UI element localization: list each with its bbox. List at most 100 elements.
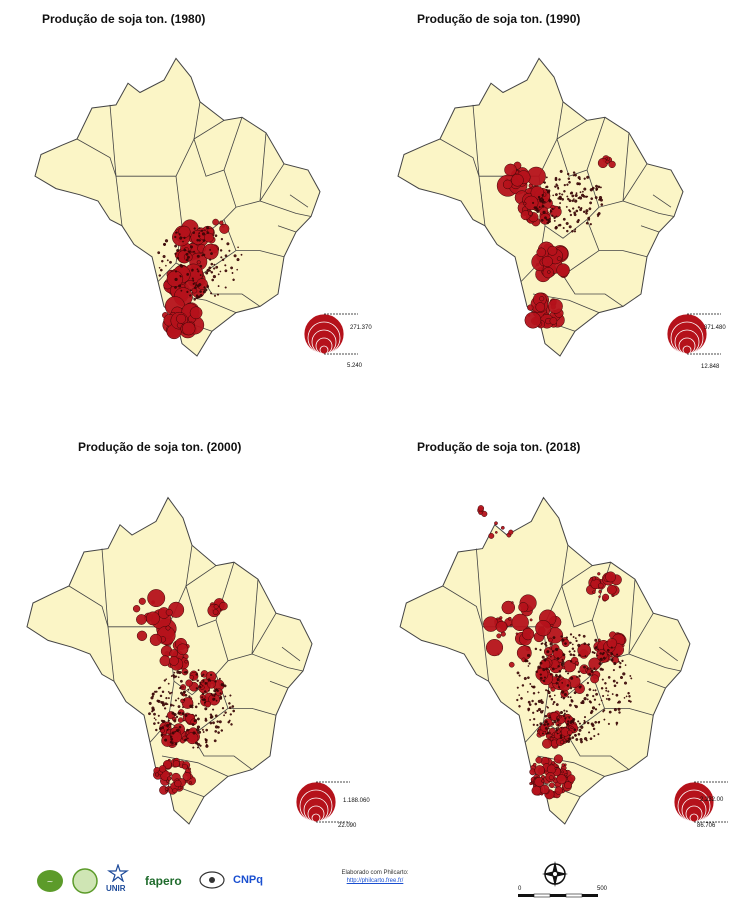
production-bubble xyxy=(196,278,208,290)
production-bubble xyxy=(548,199,551,202)
production-bubble xyxy=(550,623,554,627)
production-bubble xyxy=(169,740,173,744)
legend-min-label: 22.090 xyxy=(338,823,357,829)
production-bubble xyxy=(189,306,203,320)
production-bubble xyxy=(559,736,563,739)
size-legend xyxy=(666,313,721,355)
credit-link[interactable]: http://philcarto.free.fr/ xyxy=(346,878,404,884)
production-bubble xyxy=(223,684,227,688)
production-bubble xyxy=(597,638,601,642)
production-bubble xyxy=(200,229,204,232)
production-bubble xyxy=(148,701,152,705)
production-bubble xyxy=(184,738,187,742)
production-bubble xyxy=(174,277,178,282)
state-border xyxy=(556,120,588,140)
production-bubble xyxy=(193,286,197,290)
production-bubble xyxy=(178,725,182,729)
production-bubble xyxy=(230,266,234,270)
production-bubble xyxy=(552,636,556,640)
production-bubble xyxy=(219,601,228,611)
production-bubble xyxy=(578,674,581,678)
production-bubble xyxy=(612,679,616,683)
state-border xyxy=(115,176,123,226)
size-legend xyxy=(303,313,358,355)
brazil-map xyxy=(397,57,721,357)
production-bubble xyxy=(138,597,146,605)
production-bubble xyxy=(565,740,569,743)
production-bubble xyxy=(613,684,617,688)
production-bubble xyxy=(157,721,160,725)
production-bubble xyxy=(172,704,175,707)
production-bubble xyxy=(535,620,552,637)
production-bubble xyxy=(571,230,574,233)
production-bubble xyxy=(581,190,584,193)
production-bubble xyxy=(585,195,588,198)
production-bubble xyxy=(185,258,189,262)
production-bubble xyxy=(136,630,148,641)
production-bubble xyxy=(602,694,605,698)
production-bubble xyxy=(182,763,188,770)
cnpq-logo: CNPq xyxy=(233,874,263,886)
state-border xyxy=(628,653,681,672)
production-bubble xyxy=(578,633,581,637)
production-bubble xyxy=(198,232,200,235)
production-bubble xyxy=(594,720,598,724)
production-bubble xyxy=(537,707,542,711)
production-bubble xyxy=(569,653,573,656)
production-bubble xyxy=(165,790,168,793)
production-bubble xyxy=(558,178,561,181)
production-bubble xyxy=(186,255,190,259)
production-bubble xyxy=(534,702,538,706)
production-bubble xyxy=(583,642,587,646)
production-bubble xyxy=(212,218,219,226)
production-bubble xyxy=(546,221,550,225)
production-bubble xyxy=(611,656,614,659)
production-bubble xyxy=(599,186,602,189)
production-bubble xyxy=(541,732,544,735)
production-bubble xyxy=(587,643,590,646)
production-bubble xyxy=(541,193,544,197)
scale-bar xyxy=(518,893,598,898)
production-bubble xyxy=(516,671,520,675)
production-bubble xyxy=(196,746,199,749)
production-bubble xyxy=(527,665,530,667)
production-bubble xyxy=(198,730,202,734)
production-bubble xyxy=(213,697,216,701)
production-bubble xyxy=(613,662,617,666)
production-bubble xyxy=(201,232,206,236)
production-bubble xyxy=(551,214,554,217)
production-bubble xyxy=(562,715,565,718)
production-bubble xyxy=(221,707,225,710)
legend-max-label: 1.188.060 xyxy=(343,798,370,804)
production-bubble xyxy=(576,182,580,186)
production-bubble xyxy=(570,699,573,702)
production-bubble xyxy=(601,678,604,681)
production-bubble xyxy=(624,664,627,666)
production-bubble xyxy=(213,694,216,697)
production-bubble xyxy=(204,700,212,708)
production-bubble xyxy=(630,677,633,680)
production-bubble xyxy=(196,284,200,288)
production-bubble xyxy=(544,216,547,220)
production-bubble xyxy=(562,217,566,221)
production-bubble xyxy=(520,697,523,700)
production-bubble xyxy=(160,733,164,737)
production-bubble xyxy=(558,670,562,673)
production-bubble xyxy=(607,676,611,679)
production-bubble xyxy=(553,219,556,222)
production-bubble xyxy=(560,696,563,699)
production-bubble xyxy=(589,711,593,715)
production-bubble xyxy=(627,691,630,695)
production-bubble xyxy=(169,703,173,707)
production-bubble xyxy=(195,294,199,297)
production-bubble xyxy=(183,236,186,240)
production-bubble xyxy=(165,625,171,631)
production-bubble xyxy=(584,655,587,657)
production-bubble xyxy=(541,655,545,659)
production-bubble xyxy=(565,710,568,713)
production-bubble xyxy=(521,684,525,687)
production-bubble xyxy=(522,201,527,206)
production-bubble xyxy=(179,679,183,683)
production-bubble xyxy=(623,681,628,685)
production-bubble xyxy=(220,237,224,241)
